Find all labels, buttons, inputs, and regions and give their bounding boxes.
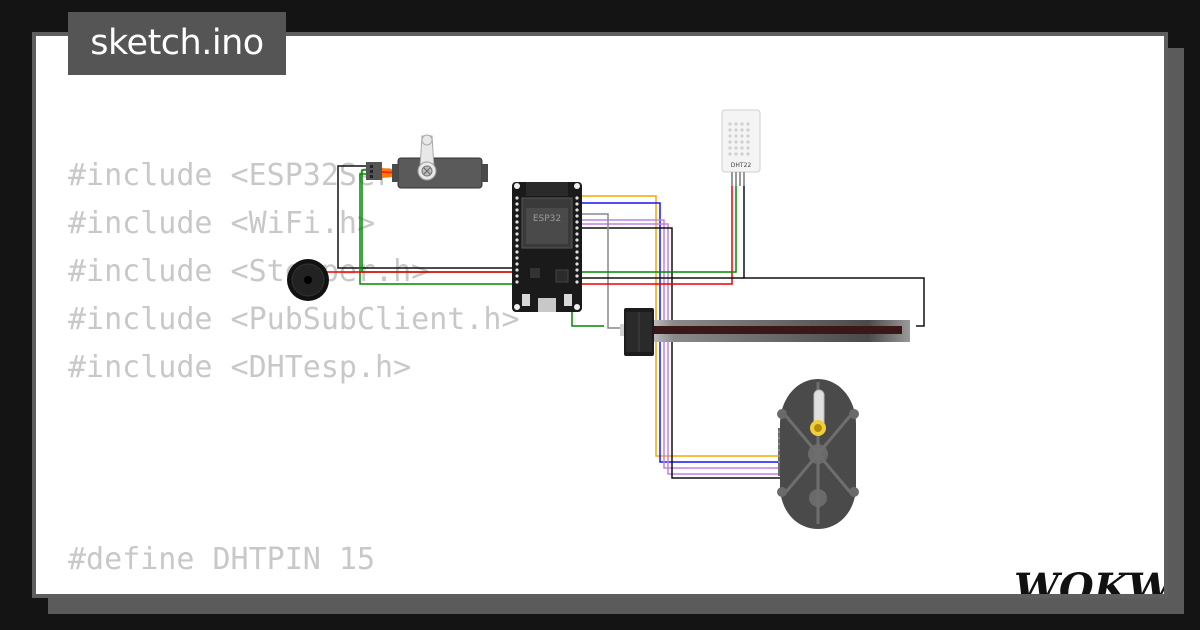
- wokwi-logo: WOKWi: [1014, 565, 1168, 598]
- code-block-includes: #include <ESP32Servo.h>#include <WiFi.h>…: [68, 152, 520, 392]
- stepper-motor[interactable]: [777, 379, 859, 529]
- preview-card: #include <ESP32Servo.h>#include <WiFi.h>…: [32, 32, 1168, 598]
- wire-violet: [576, 223, 780, 475]
- wire-red: [306, 271, 512, 277]
- code-line: #include <WiFi.h>: [68, 206, 376, 241]
- code-line: #define CAS_LEVER 34: [68, 584, 429, 594]
- wire-gray: [576, 213, 620, 329]
- wire-green: [576, 186, 737, 273]
- tab-sketch-ino[interactable]: sketch.ino: [68, 12, 286, 75]
- dht22-sensor[interactable]: DHT22: [721, 109, 761, 186]
- code-block-defines: #define DHTPIN 15 #define CAS_LEVER 34: [68, 536, 429, 594]
- code-line: #include <PubSubClient.h>: [68, 302, 520, 337]
- dht22-label: DHT22: [731, 162, 752, 169]
- wokwi-logo-text: WOKWi: [1014, 565, 1168, 598]
- wire-violet: [576, 219, 780, 469]
- esp32-board[interactable]: ESP32: [512, 182, 582, 312]
- wire-black: [743, 186, 925, 327]
- slide-potentiometer[interactable]: [620, 308, 910, 356]
- circuit-diagram: ESP32 DHT22: [287, 109, 925, 529]
- code-line: #define DHTPIN 15: [68, 542, 376, 577]
- code-line: #include <DHTesp.h>: [68, 350, 412, 385]
- servo-motor[interactable]: [366, 134, 488, 189]
- wire-red: [512, 186, 733, 285]
- esp32-label: ESP32: [533, 214, 561, 224]
- buzzer[interactable]: [287, 259, 329, 301]
- wire-black: [337, 165, 512, 269]
- wire-black: [576, 227, 780, 479]
